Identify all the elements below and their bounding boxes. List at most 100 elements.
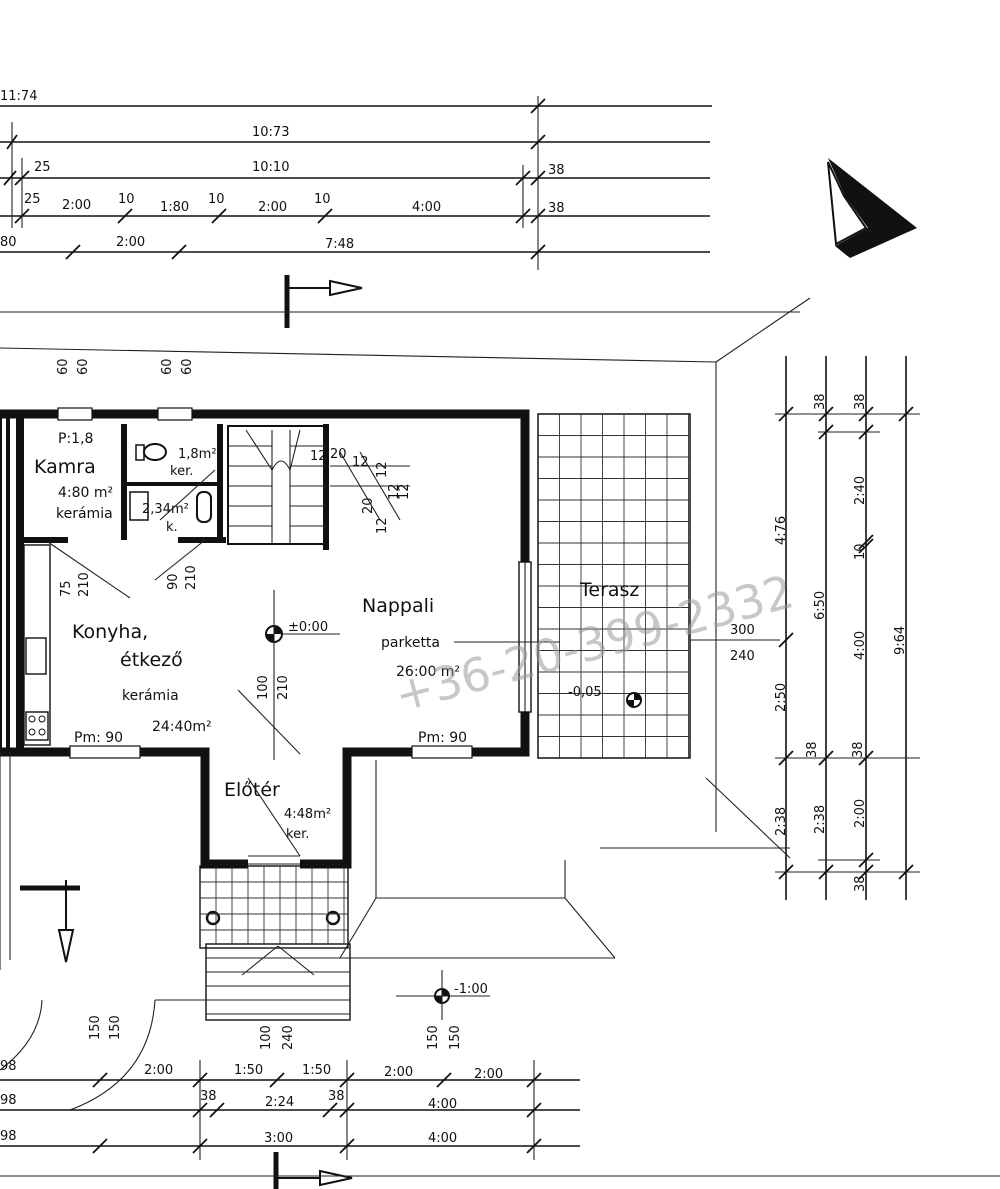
svg-text:2:24: 2:24 (265, 1095, 294, 1110)
svg-text:1,8m²: 1,8m² (178, 447, 217, 462)
svg-text:2:50: 2:50 (774, 683, 789, 712)
top-dimension-labels: 11:74 10:73 25 10:10 38 25 2:00 10 1:80 … (0, 89, 565, 252)
svg-text:ker.: ker. (170, 464, 193, 479)
right-dimension-lines (775, 356, 920, 900)
svg-text:parketta: parketta (381, 635, 440, 651)
svg-text:9:64: 9:64 (893, 626, 908, 655)
building-walls (0, 407, 532, 869)
svg-text:1:50: 1:50 (302, 1063, 331, 1078)
svg-text:2:00: 2:00 (853, 799, 868, 828)
svg-text:150: 150 (88, 1015, 103, 1040)
svg-text:4:00: 4:00 (428, 1131, 457, 1146)
svg-text:90: 90 (166, 573, 181, 590)
svg-text:20: 20 (361, 497, 376, 514)
level-marker-main: ±0:00 (265, 590, 340, 760)
svg-text:-0,05: -0,05 (568, 685, 602, 700)
svg-text:12: 12 (310, 449, 327, 464)
section-marker-top-icon (284, 275, 363, 328)
svg-text:étkező: étkező (120, 649, 183, 671)
room-name-eloter: Előtér (224, 779, 280, 801)
svg-text:Pm: 90: Pm: 90 (418, 730, 467, 746)
room-bath: 2,34m² k. (142, 502, 189, 535)
svg-text:kerámia: kerámia (122, 688, 179, 704)
bottom-vertical-labels: 150 150 100 240 150 150 (88, 1015, 463, 1050)
svg-text:k.: k. (166, 520, 178, 535)
svg-text:38: 38 (328, 1089, 345, 1104)
room-kamra: P:1,8 Kamra 4:80 m² kerámia (34, 431, 113, 522)
svg-text:2:00: 2:00 (474, 1067, 503, 1082)
dim-total: 10:73 (252, 125, 289, 140)
bottom-dimension-lines (0, 1060, 580, 1160)
svg-text:Pm: 90: Pm: 90 (74, 730, 123, 746)
svg-text:75: 75 (59, 580, 74, 597)
dim-10b: 10 (208, 192, 225, 207)
svg-text:60: 60 (76, 358, 91, 375)
room-wc: 1,8m² ker. (170, 447, 217, 479)
dim-38: 38 (548, 163, 565, 178)
stair-labels: 20 12 12 12 20 12 12 12 (310, 447, 412, 534)
room-name-konyha: Konyha, (72, 621, 148, 643)
svg-text:4:76: 4:76 (774, 516, 789, 545)
svg-text:38: 38 (853, 393, 868, 410)
svg-text:100: 100 (259, 1025, 274, 1050)
svg-text:60: 60 (160, 358, 175, 375)
entry-steps (199, 865, 351, 1021)
svg-text:210: 210 (77, 572, 92, 597)
dim-1010: 10:10 (252, 160, 289, 175)
dim-180: 1:80 (160, 200, 189, 215)
svg-text:2:40: 2:40 (853, 476, 868, 505)
svg-text:38: 38 (813, 393, 828, 410)
window-width-labels: 60 60 60 60 (56, 358, 195, 375)
room-name-kamra: Kamra (34, 456, 96, 478)
svg-text:6:50: 6:50 (813, 591, 828, 620)
svg-text:240: 240 (730, 649, 755, 664)
north-arrow-icon (827, 158, 917, 258)
svg-text:100: 100 (256, 675, 271, 700)
svg-text:98: 98 (0, 1059, 17, 1074)
svg-text:24:40m²: 24:40m² (152, 719, 212, 735)
dim-25: 25 (34, 160, 51, 175)
svg-text:3:00: 3:00 (264, 1131, 293, 1146)
svg-text:150: 150 (426, 1025, 441, 1050)
left-lower-lines (0, 752, 240, 1111)
dim-25b: 25 (24, 192, 41, 207)
svg-text:60: 60 (56, 358, 71, 375)
svg-text:10: 10 (853, 543, 868, 560)
dim-400: 4:00 (412, 200, 441, 215)
svg-text:98: 98 (0, 1129, 17, 1144)
svg-text:ker.: ker. (286, 827, 309, 842)
svg-text:12: 12 (375, 517, 390, 534)
svg-text:12: 12 (352, 455, 369, 470)
svg-text:P:1,8: P:1,8 (58, 431, 93, 447)
svg-text:20: 20 (330, 447, 347, 462)
room-name-terasz: Terasz (579, 579, 639, 601)
dim-200a: 2:00 (62, 198, 91, 213)
svg-text:38: 38 (851, 741, 866, 758)
svg-text:4:00: 4:00 (853, 631, 868, 660)
room-nappali: Nappali parketta 26:00 m² (362, 595, 560, 680)
svg-text:38: 38 (200, 1089, 217, 1104)
dim-80: 80 (0, 235, 17, 250)
svg-text:38: 38 (805, 741, 820, 758)
svg-text:2,34m²: 2,34m² (142, 502, 189, 517)
room-terasz: Terasz -0,05 (568, 579, 642, 708)
svg-text:210: 210 (276, 675, 291, 700)
svg-text:38: 38 (853, 875, 868, 892)
roof-outline-lines (0, 297, 811, 959)
dim-10a: 10 (118, 192, 135, 207)
svg-text:2:00: 2:00 (144, 1063, 173, 1078)
dim-200b: 2:00 (258, 200, 287, 215)
svg-text:2:38: 2:38 (774, 807, 789, 836)
room-eloter: Előtér 4:48m² ker. (224, 779, 331, 842)
svg-text:4:00: 4:00 (428, 1097, 457, 1112)
svg-text:1:50: 1:50 (234, 1063, 263, 1078)
svg-text:12: 12 (387, 483, 402, 500)
svg-text:240: 240 (281, 1025, 296, 1050)
svg-text:2:38: 2:38 (813, 805, 828, 834)
svg-text:12: 12 (397, 483, 412, 500)
svg-text:±0:00: ±0:00 (288, 620, 328, 635)
top-dimension-lines (0, 96, 712, 270)
parapet-labels: Pm: 90 Pm: 90 (74, 730, 467, 746)
section-marker-bottom-icon (0, 1152, 1000, 1189)
